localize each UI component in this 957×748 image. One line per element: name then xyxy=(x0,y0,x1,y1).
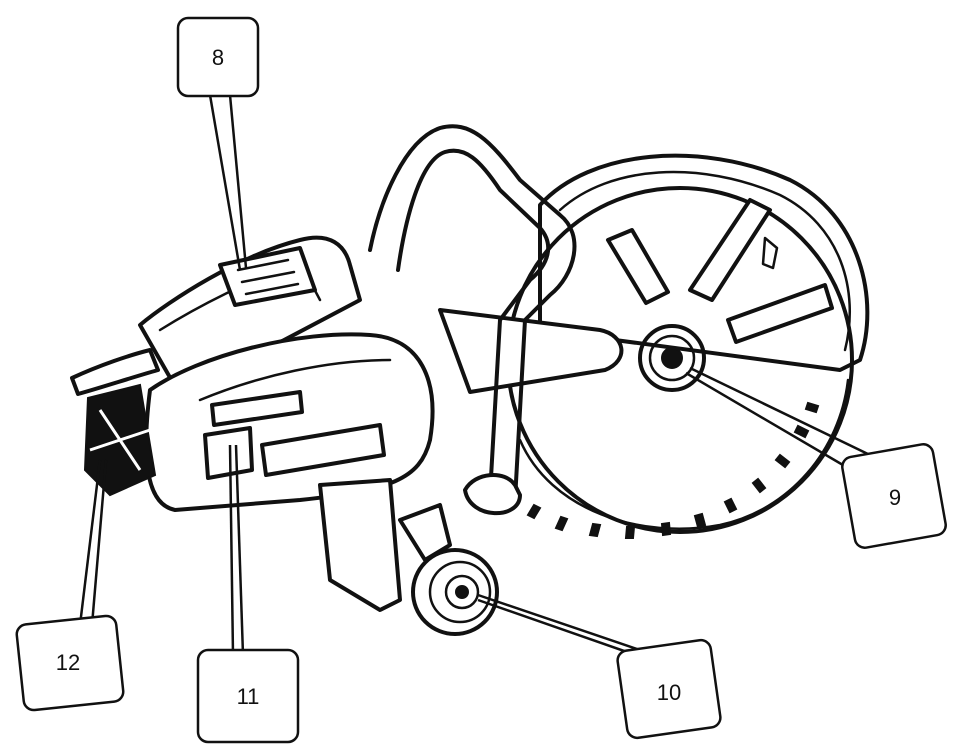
callout-12: 12 xyxy=(15,459,125,712)
blade-hub xyxy=(638,324,706,392)
callout-label-12: 12 xyxy=(56,650,80,675)
power-cable xyxy=(70,348,160,396)
callout-label-10: 10 xyxy=(657,680,681,705)
guard-slots xyxy=(606,198,834,344)
wheel-arm xyxy=(398,503,452,562)
callout-8: 8 xyxy=(176,16,260,271)
callout-label-9: 9 xyxy=(889,485,901,510)
blade-segments xyxy=(526,401,820,539)
callout-11: 11 xyxy=(196,444,300,744)
callout-label-11: 11 xyxy=(237,684,260,709)
blade-assembly xyxy=(438,153,870,539)
callout-9: 9 xyxy=(685,366,947,549)
callout-10: 10 xyxy=(477,593,722,740)
blade-arm xyxy=(438,308,624,394)
support-stand xyxy=(318,478,402,612)
front-handle xyxy=(368,124,577,516)
wheel xyxy=(411,548,499,636)
blade-guard xyxy=(538,153,870,372)
saw-body xyxy=(70,235,452,612)
callout-label-8: 8 xyxy=(212,45,224,70)
